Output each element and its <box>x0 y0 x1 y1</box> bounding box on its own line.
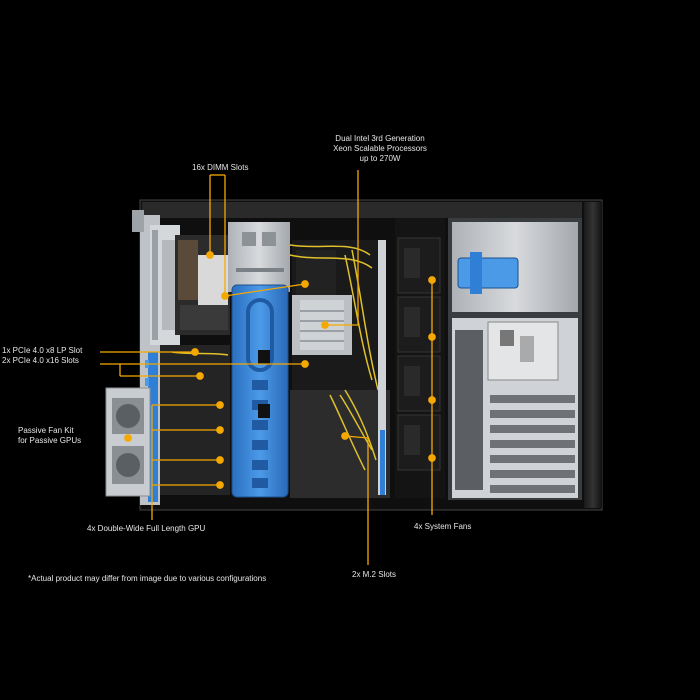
callout-dot-gpu-3 <box>216 456 224 464</box>
gpu-retention-bracket <box>231 284 289 498</box>
callout-lines <box>100 170 436 565</box>
callout-dot-cpu <box>321 321 329 329</box>
callout-dot-dimm <box>206 251 214 259</box>
callout-dot-pcie-1 <box>191 348 199 356</box>
passive-fan-kit <box>105 387 151 497</box>
label-fan-line1: Passive Fan Kit <box>18 426 74 435</box>
callout-dot-m2 <box>341 432 349 440</box>
label-cpu-line3: up to 270W <box>359 154 401 163</box>
label-cpu-line1: Dual Intel 3rd Generation <box>335 134 425 143</box>
callout-dot-gpu-2 <box>216 426 224 434</box>
disclaimer: *Actual product may differ from image du… <box>28 574 267 583</box>
drive-bays <box>448 218 582 500</box>
label-sys-fans: 4x System Fans <box>414 522 472 531</box>
label-fan-kit: Passive Fan Kit for Passive GPUs <box>18 426 81 446</box>
callout-dot-gpu-1 <box>216 401 224 409</box>
label-m2: 2x M.2 Slots <box>352 570 397 579</box>
callout-dot-fan <box>124 434 132 442</box>
callout-dot-gpu-4 <box>216 481 224 489</box>
callout-dot-pcie-3 <box>196 372 204 380</box>
callout-dot-dimm-3 <box>301 280 309 288</box>
label-pcie-line1: 1x PCIe 4.0 x8 LP Slot <box>2 346 83 355</box>
system-fans <box>395 218 445 498</box>
label-dimm: 16x DIMM Slots <box>192 163 249 172</box>
label-pcie: 1x PCIe 4.0 x8 LP Slot 2x PCIe 4.0 x16 S… <box>2 346 82 366</box>
callout-dot-fan-3 <box>428 396 436 404</box>
label-cpu: Dual Intel 3rd Generation Xeon Scalable … <box>310 134 450 164</box>
cabling <box>171 244 379 471</box>
callout-dot-fan-1 <box>428 276 436 284</box>
label-pcie-line2: 2x PCIe 4.0 x16 Slots <box>2 356 79 365</box>
m2-rail <box>378 240 386 495</box>
motherboard <box>160 345 390 498</box>
label-cpu-line2: Xeon Scalable Processors <box>333 144 427 153</box>
callout-dot-fan-2 <box>428 333 436 341</box>
label-fan-line2: for Passive GPUs <box>18 436 82 445</box>
callout-dot-pcie-2 <box>301 360 309 368</box>
dimm-area <box>175 235 230 335</box>
air-shroud <box>228 222 290 292</box>
callout-dot-fan-4 <box>428 454 436 462</box>
label-gpu: 4x Double-Wide Full Length GPU <box>87 524 206 533</box>
